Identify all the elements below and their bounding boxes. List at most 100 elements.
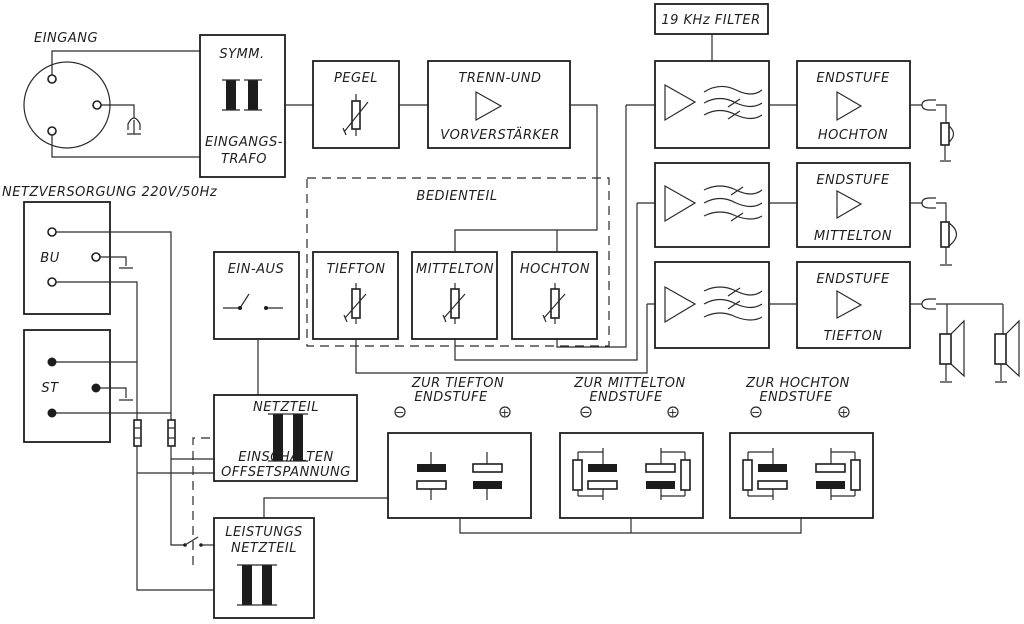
connector-jack-icon — [910, 197, 947, 222]
fuse-icon — [133, 419, 142, 447]
amplifier-triangle-icon — [664, 83, 697, 122]
ground-icon — [100, 387, 133, 401]
capacitor-resistor-icon — [572, 448, 691, 500]
woofer-speaker-icon — [994, 319, 1020, 383]
transformer-sub-1: EINGANGS- — [205, 135, 283, 150]
plug-pin — [91, 383, 101, 393]
potentiometer-icon — [542, 283, 566, 324]
control-label: TIEFTON — [327, 262, 386, 277]
minus-terminal-icon — [394, 406, 406, 418]
rail-label-2: ENDSTUFE — [759, 390, 833, 405]
minus-sign: − — [581, 406, 591, 419]
amp-title: ENDSTUFE — [816, 272, 890, 287]
potentiometer-icon — [442, 283, 466, 324]
power-amp-supply-title-1: LEISTUNGS — [225, 525, 303, 540]
amplifier-low: ENDSTUFE TIEFTON — [769, 261, 911, 349]
power-amp-supply-block: LEISTUNGS NETZTEIL — [213, 497, 388, 619]
plus-terminal-icon — [838, 406, 850, 418]
preamp-label-top: TRENN-UND — [458, 71, 541, 86]
switch-icon — [223, 293, 283, 310]
amp-band: HOCHTON — [818, 128, 888, 143]
amp-title: ENDSTUFE — [816, 173, 890, 188]
connector-jack-icon — [910, 99, 947, 123]
rail-mittelton: ZUR MITTELTON ENDSTUFE − + — [559, 376, 704, 519]
power-supply-block: NETZTEIL EINSCHALTEN OFFSETSPANNUNG — [213, 394, 358, 482]
potentiometer-icon — [342, 94, 369, 136]
xlr-pin-2 — [92, 100, 102, 110]
socket-pin — [91, 252, 101, 262]
power-switch-label: EIN-AUS — [228, 262, 285, 277]
input-wires — [51, 50, 200, 158]
transformer-icon — [222, 79, 262, 111]
amplifier-mid: ENDSTUFE MITTELTON — [769, 162, 911, 248]
transformer-title: SYMM. — [219, 47, 264, 62]
power-supply-sub-1: EINSCHALTEN — [238, 450, 334, 465]
filter-19khz-label: 19 KHz FILTER — [661, 13, 760, 28]
input-transformer-box — [199, 34, 286, 178]
tweeter-icon — [940, 122, 950, 146]
xlr-pin-3 — [47, 126, 57, 136]
plus-sign: + — [500, 406, 510, 419]
shield-ground-icon — [127, 117, 141, 135]
amplifier-triangle-icon — [664, 285, 697, 324]
control-panel-boundary — [306, 177, 610, 347]
wire-to-crossover-low — [355, 303, 655, 374]
input-transformer-block: SYMM. EINGANGS- TRAFO — [199, 34, 286, 178]
rail-label-1: ZUR HOCHTON — [745, 376, 850, 391]
potentiometer-icon — [343, 283, 367, 324]
amp-title: ENDSTUFE — [816, 71, 890, 86]
rail-label-1: ZUR TIEFTON — [411, 376, 504, 391]
control-panel: BEDIENTEIL TIEFTON MITTELTON HOCHTON — [306, 177, 610, 347]
amplifier-triangle-icon — [836, 90, 863, 122]
socket-pin — [47, 277, 57, 287]
control-label: HOCHTON — [520, 262, 590, 277]
power-switch-block: EIN-AUS — [213, 251, 300, 395]
wire-to-crossover-mid — [454, 202, 655, 361]
minus-sign: − — [395, 406, 405, 419]
rail-label-2: ENDSTUFE — [589, 390, 663, 405]
power-supply-sub-2: OFFSETSPANNUNG — [221, 465, 351, 480]
mechanical-link — [192, 437, 214, 565]
crossover-low — [654, 261, 770, 349]
plus-terminal-icon — [499, 406, 511, 418]
tweeter-output — [910, 99, 955, 162]
crossover-high — [654, 60, 770, 149]
preamp-block: TRENN-UND VORVERSTÄRKER — [427, 60, 571, 149]
fuse-icon — [167, 419, 176, 447]
rail-label-2: ENDSTUFE — [414, 390, 488, 405]
minus-sign: − — [751, 406, 761, 419]
plus-terminal-icon — [667, 406, 679, 418]
crossover-mid — [654, 162, 770, 248]
input-label: EINGANG — [34, 31, 98, 46]
power-supply-title: NETZTEIL — [253, 400, 319, 415]
minus-terminal-icon — [580, 406, 592, 418]
plus-sign: + — [668, 406, 678, 419]
control-mittelton: MITTELTON — [411, 251, 498, 340]
main-switch-icon — [183, 536, 214, 547]
amplifier-triangle-icon — [664, 184, 697, 223]
plug-pin — [47, 357, 57, 367]
rail-tiefton: ZUR TIEFTON ENDSTUFE − + — [387, 376, 532, 519]
transformer-sub-2: TRAFO — [221, 152, 267, 167]
rail-label-1: ZUR MITTELTON — [573, 376, 686, 391]
socket-label: BU — [40, 251, 59, 266]
socket-pin — [47, 227, 57, 237]
ground-icon — [100, 256, 133, 269]
plus-sign: + — [839, 406, 849, 419]
preamp-label-bottom: VORVERSTÄRKER — [440, 127, 560, 143]
mains-title: NETZVERSORGUNG 220V/50Hz — [2, 185, 218, 200]
amp-band: MITTELTON — [814, 229, 892, 244]
amplifier-triangle-icon — [836, 289, 863, 320]
midrange-speaker-icon — [940, 221, 950, 248]
amp-band: TIEFTON — [824, 329, 883, 344]
connector-jack-icon — [910, 298, 1004, 334]
filter-19khz-block: 19 KHz FILTER — [654, 3, 769, 61]
control-label: MITTELTON — [416, 262, 494, 277]
wire-hochton-crossover — [556, 105, 627, 348]
transformer-icon — [237, 564, 277, 606]
level-label: PEGEL — [334, 71, 378, 86]
rail-bus — [459, 518, 802, 534]
transformer-icon — [268, 413, 308, 462]
plug-label: ST — [41, 381, 59, 396]
